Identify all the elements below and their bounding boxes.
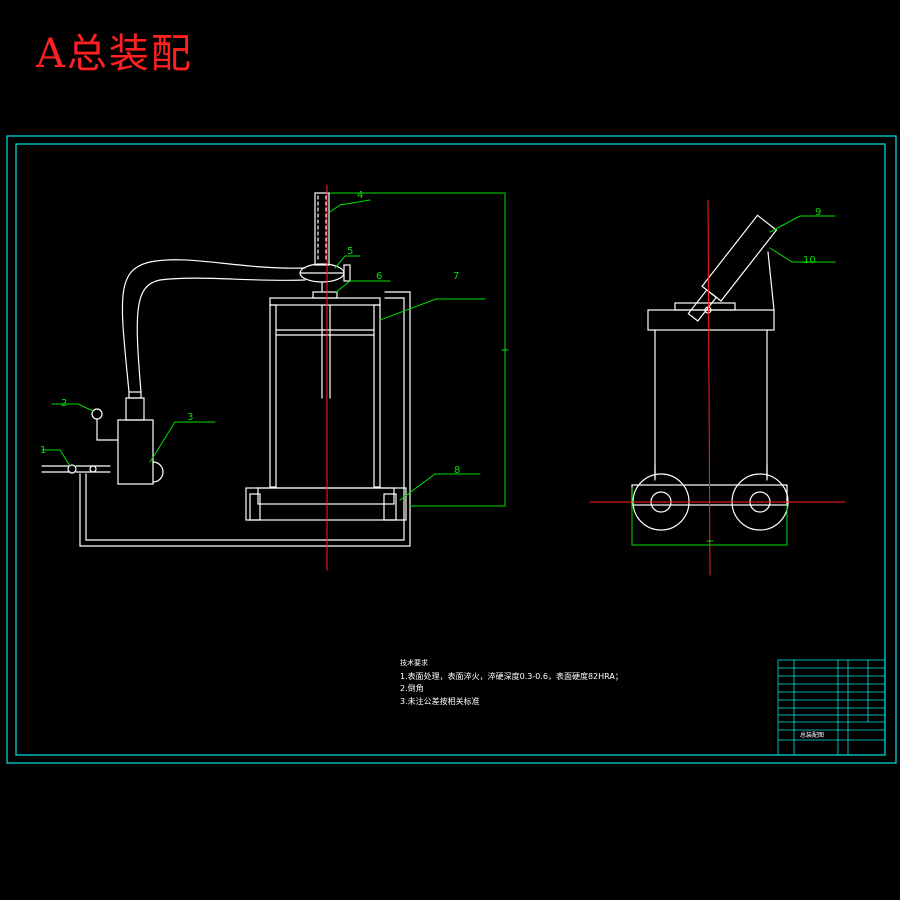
hose [121, 259, 306, 393]
callout-8: 8 [454, 465, 460, 476]
callout-2: 2 [61, 398, 67, 409]
callout-10: 10 [803, 255, 816, 266]
tech-note-1: 1.表面处理，表面淬火，淬硬深度0.3-0.6，表面硬度82HRA； [400, 671, 623, 681]
callout-1: 1 [40, 445, 46, 456]
callout-4: 4 [357, 190, 363, 201]
page-title: A总装配 [36, 31, 193, 77]
return-pipe [79, 291, 411, 547]
pressure-gauge-icon [91, 408, 103, 420]
tech-note-2: 2.倒角 [400, 683, 424, 693]
title-block-drawing-name: 总装配图 [800, 731, 824, 739]
side-view [631, 214, 789, 531]
technical-notes: 技术要求 1.表面处理，表面淬火，淬硬深度0.3-0.6，表面硬度82HRA； … [400, 658, 623, 706]
pump-body [117, 419, 154, 485]
leader-lines [41, 192, 836, 546]
tech-note-3: 3.未注公差按相关标准 [400, 696, 480, 706]
callout-3: 3 [187, 412, 193, 423]
front-view [41, 192, 411, 547]
callout-5: 5 [347, 246, 353, 257]
callout-numbers: 1 2 3 4 5 6 7 8 9 10 [40, 190, 821, 476]
title-block: 总装配图 [777, 659, 886, 756]
callout-7: 7 [453, 271, 459, 282]
callout-9: 9 [815, 207, 821, 218]
upper-tube [314, 192, 330, 266]
drawing-frame [6, 135, 897, 764]
inlet-valve-icon [67, 464, 77, 474]
callout-6: 6 [376, 271, 382, 282]
tech-notes-heading: 技术要求 [400, 658, 428, 667]
